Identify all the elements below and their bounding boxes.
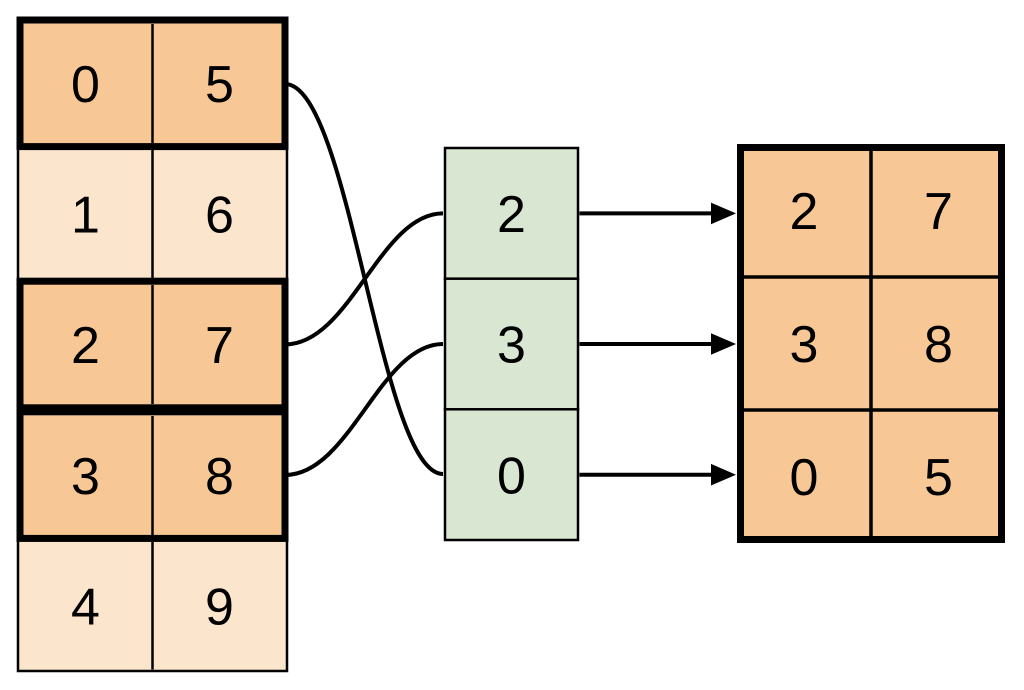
source-cell-r2c0: 2	[71, 317, 100, 375]
source-cell-r0c0: 0	[71, 56, 100, 114]
result-table-border	[737, 144, 1005, 543]
result-cell-r0c0: 2	[790, 183, 819, 241]
result-cell-r1c0: 3	[790, 316, 819, 374]
source-cell-r3c1: 8	[205, 448, 234, 506]
index-cell-0-box	[443, 146, 580, 280]
result-cell-r0c1: 7	[924, 183, 953, 241]
source-cell-r1c1: 6	[205, 187, 234, 245]
source-cell-r4c1: 9	[205, 578, 234, 636]
result-cell-r2c0: 0	[790, 449, 819, 507]
index-value-2: 0	[497, 447, 526, 505]
arrow-head-1	[711, 333, 736, 355]
index-value-0: 2	[497, 186, 526, 244]
index-cell-1-box	[443, 277, 580, 411]
result-cell-r2c1: 5	[924, 449, 953, 507]
source-cell-r4c0: 4	[71, 578, 100, 636]
source-cell-r1c0: 1	[71, 187, 100, 245]
index-arrows	[579, 202, 736, 486]
source-cell-r0c1: 5	[205, 56, 234, 114]
arrow-head-2	[711, 463, 736, 486]
result-table: 2 7 3 8 0 5	[737, 144, 1005, 543]
index-cell-2-box	[443, 408, 580, 542]
connector-curves	[284, 82, 444, 477]
arrow-head-0	[711, 202, 736, 225]
source-cell-r2c1: 7	[205, 317, 234, 375]
result-cell-r1c1: 8	[924, 316, 953, 374]
index-value-1: 3	[497, 317, 526, 375]
curve-row3-to-index3	[284, 342, 444, 477]
source-table: 0 5 1 6 2 7 3 8 4 9	[16, 16, 289, 673]
index-column: 2 3 0	[443, 146, 580, 542]
source-cell-r3c0: 3	[71, 448, 100, 506]
curve-row2-to-index2	[284, 211, 444, 347]
